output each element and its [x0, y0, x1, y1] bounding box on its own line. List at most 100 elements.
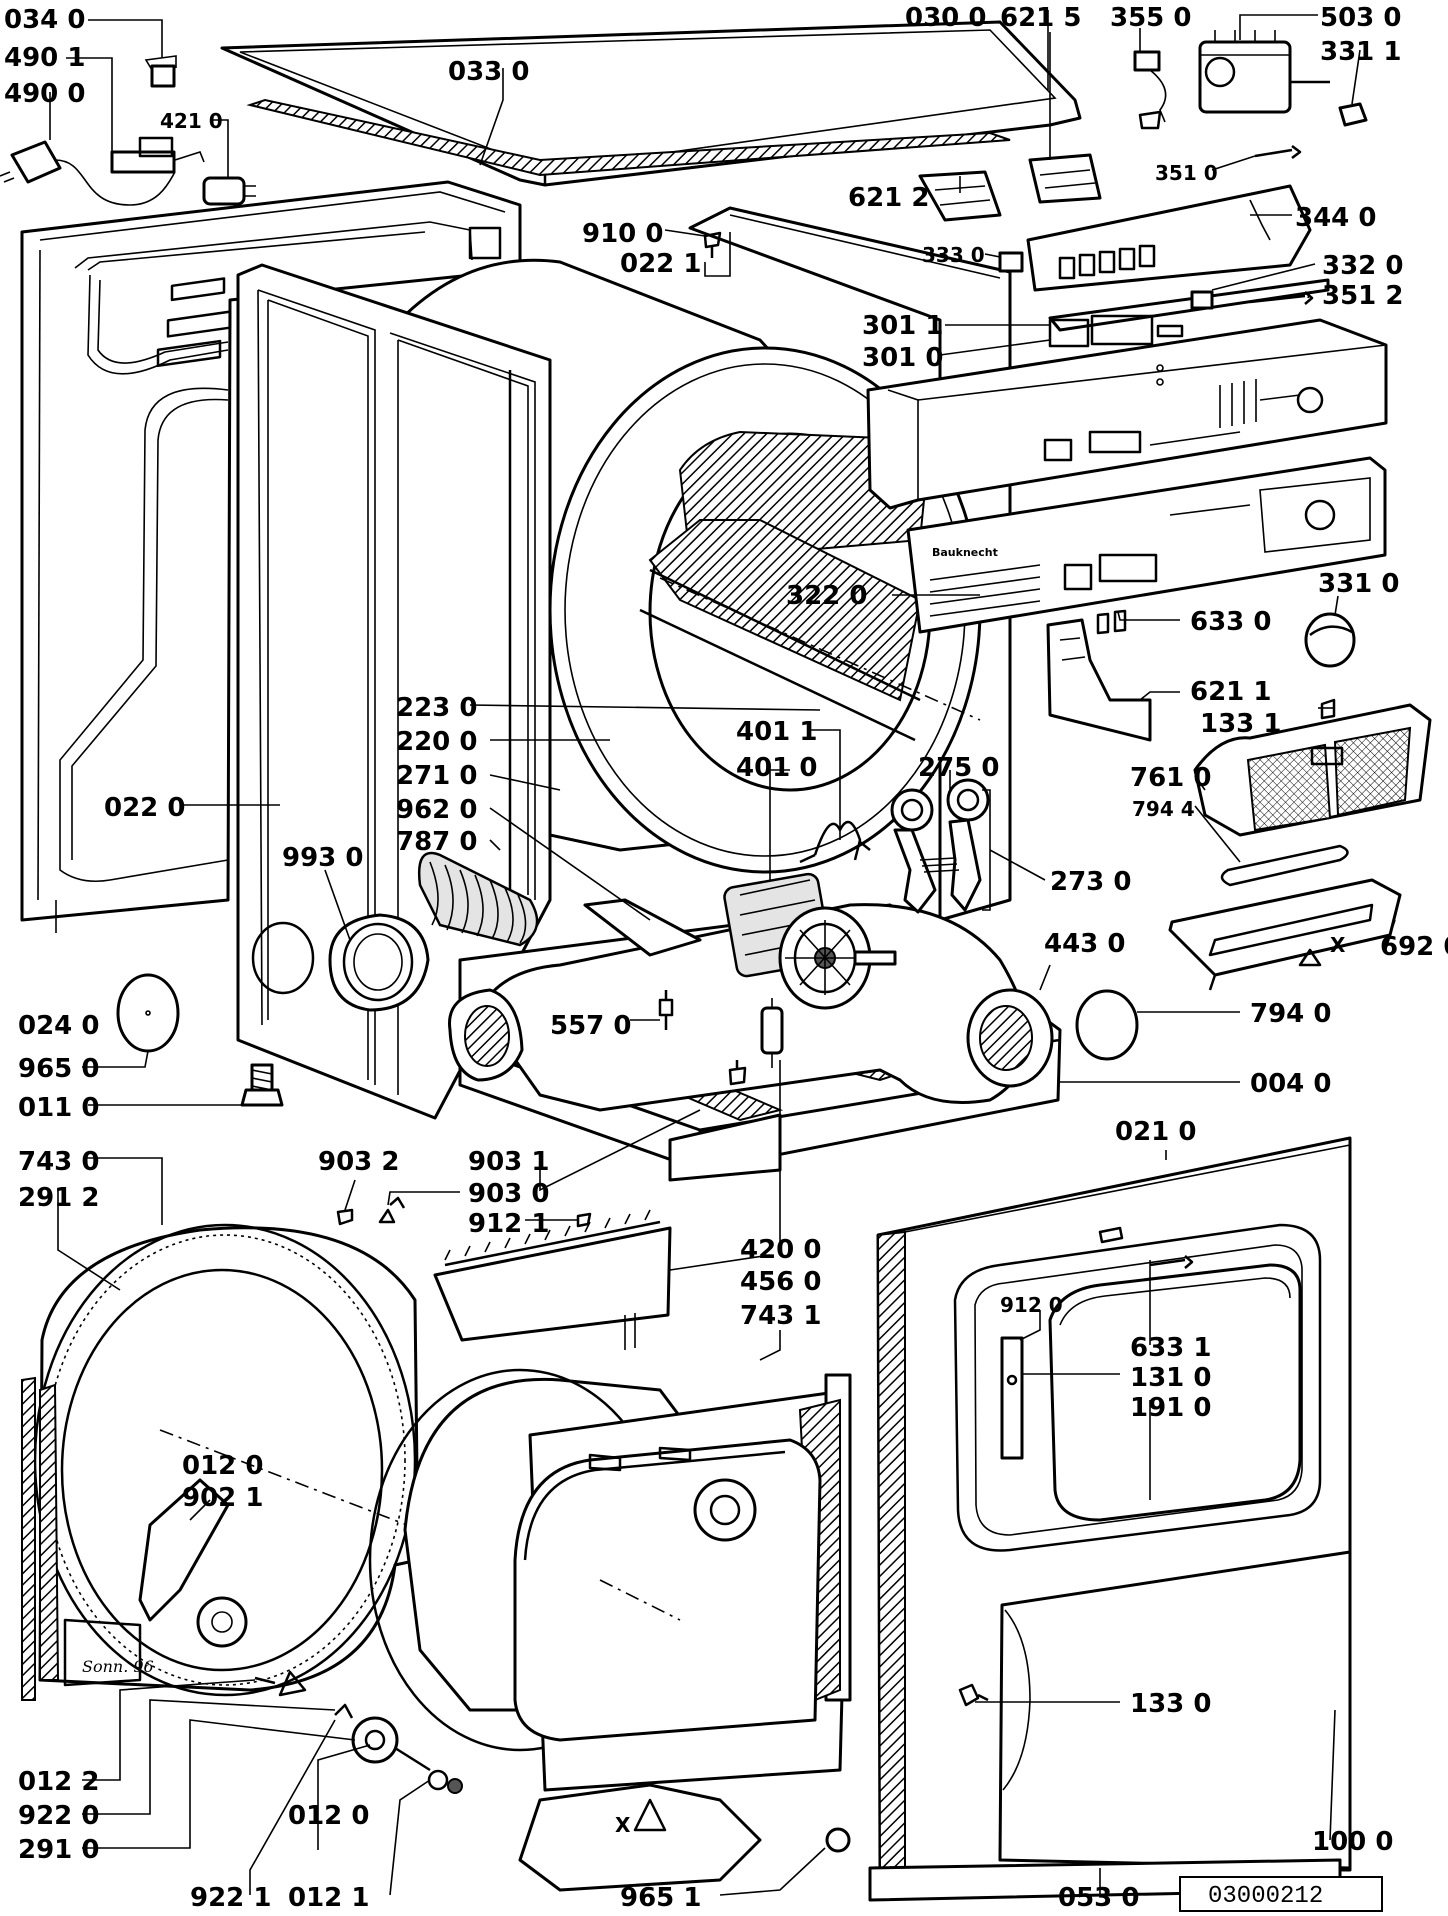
- belt-tensioner: [890, 778, 991, 914]
- door-catch-133-0: [958, 1683, 989, 1707]
- control-panel-body: [866, 318, 1388, 510]
- label-902-1: 902 1: [182, 1483, 263, 1513]
- heater-element: [433, 1209, 672, 1350]
- label-351-0: 351 0: [1155, 161, 1218, 185]
- door-switch-355: [1133, 50, 1167, 130]
- label-022-0: 022 0: [104, 793, 185, 823]
- control-panel-frame: [1048, 278, 1330, 348]
- label-456-0: 456 0: [740, 1267, 821, 1297]
- front-bearing-frame: X: [368, 1368, 852, 1892]
- filter-x-marker: X: [1330, 933, 1346, 957]
- timer-knob-shaft: [1338, 102, 1368, 127]
- filter-gasket: [1220, 844, 1349, 887]
- label-351-2: 351 2: [1322, 281, 1403, 311]
- button-332: [1190, 290, 1214, 310]
- washer: [427, 1769, 463, 1794]
- label-490-1: 490 1: [4, 43, 85, 73]
- label-910-0: 910 0: [582, 219, 663, 249]
- document-number-box: 03000212: [1179, 1876, 1383, 1912]
- label-012-1: 012 1: [288, 1883, 369, 1913]
- label-633-1: 633 1: [1130, 1333, 1211, 1363]
- label-344-0: 344 0: [1295, 203, 1376, 233]
- brand-logo: Bauknecht: [932, 546, 998, 559]
- capacitor-420: [760, 998, 784, 1068]
- label-131-0: 131 0: [1130, 1363, 1211, 1393]
- capacitor: [202, 176, 256, 206]
- label-133-0: 133 0: [1130, 1689, 1211, 1719]
- label-191-0: 191 0: [1130, 1393, 1211, 1423]
- label-333-0: 333 0: [922, 243, 985, 267]
- label-322-0: 322 0: [786, 581, 867, 611]
- label-490-0: 490 0: [4, 79, 85, 109]
- air-duct: [328, 913, 430, 1012]
- button-333: [998, 251, 1024, 273]
- thermal-fuse: [658, 990, 674, 1030]
- label-100-0: 100 0: [1312, 1827, 1393, 1857]
- label-633-0: 633 0: [1190, 607, 1271, 637]
- label-965-0: 965 0: [18, 1054, 99, 1084]
- label-034-0: 034 0: [4, 5, 85, 35]
- label-794-0: 794 0: [1250, 999, 1331, 1029]
- motor: [723, 872, 897, 1010]
- arrow-marker-012-2: [254, 1670, 307, 1697]
- label-133-1: 133 1: [1200, 709, 1281, 739]
- label-053-0: 053 0: [1058, 1883, 1139, 1913]
- knob: [1304, 612, 1356, 668]
- filter-housing: X: [1168, 878, 1402, 991]
- label-922-1: 922 1: [190, 1883, 271, 1913]
- label-301-0: 301 0: [862, 343, 943, 373]
- label-401-0: 401 0: [736, 753, 817, 783]
- label-275-0: 275 0: [918, 753, 999, 783]
- label-743-0: 743 0: [18, 1147, 99, 1177]
- label-291-2: 291 2: [18, 1183, 99, 1213]
- lamp-351-0: [1254, 145, 1302, 159]
- label-912-1: 912 1: [468, 1209, 549, 1239]
- label-220-0: 220 0: [396, 727, 477, 757]
- connector-903: [336, 1196, 406, 1226]
- label-787-0: 787 0: [396, 827, 477, 857]
- seal-794: [1075, 989, 1139, 1061]
- label-761-0: 761 0: [1130, 763, 1211, 793]
- lint-filter: [1193, 703, 1432, 837]
- label-273-0: 273 0: [1050, 867, 1131, 897]
- signature-sonn: Sonn. 96: [82, 1657, 154, 1676]
- label-022-1: 022 1: [620, 249, 701, 279]
- label-421-0: 421 0: [160, 109, 223, 133]
- latch-133-1: [1320, 698, 1336, 720]
- label-011-0: 011 0: [18, 1093, 99, 1123]
- leader-lines: [49, 10, 1396, 1896]
- label-291-0: 291 0: [18, 1835, 99, 1865]
- rear-bearing-shield: Sonn. 96: [21, 1223, 621, 1701]
- top-cover-gasket: [246, 98, 1011, 177]
- label-301-1: 301 1: [862, 311, 943, 341]
- clip: [144, 55, 177, 88]
- switch-621-5: [1028, 153, 1102, 204]
- label-033-0: 033 0: [448, 57, 529, 87]
- document-number: 03000212: [1208, 1883, 1323, 1910]
- label-443-0: 443 0: [1044, 929, 1125, 959]
- label-557-0: 557 0: [550, 1011, 631, 1041]
- label-012-0-a: 012 0: [182, 1451, 263, 1481]
- foot-cap: [116, 973, 180, 1053]
- foot-965-1: [825, 1827, 851, 1853]
- screw-912-1: [576, 1212, 592, 1228]
- part-number-labels: 034 0 490 1 490 0 421 0 033 0 030 0 621 …: [4, 3, 1448, 1913]
- interference-suppressor: [110, 136, 205, 174]
- clip-922-1: [334, 1703, 354, 1719]
- label-903-0: 903 0: [468, 1179, 549, 1209]
- mains-cable-plug: [0, 140, 176, 206]
- label-355-0: 355 0: [1110, 3, 1191, 33]
- front-door-panel: [876, 1136, 1352, 1872]
- bearing-bushing: [351, 1716, 431, 1772]
- label-503-0: 503 0: [1320, 3, 1401, 33]
- label-401-1: 401 1: [736, 717, 817, 747]
- heating-foil: [583, 898, 702, 957]
- lamp-351-2: [1249, 291, 1314, 305]
- screw-foot: [240, 1063, 284, 1107]
- frame-x-marker: X: [615, 1813, 631, 1837]
- label-420-0: 420 0: [740, 1235, 821, 1265]
- label-965-1: 965 1: [620, 1883, 701, 1913]
- label-621-2: 621 2: [848, 183, 929, 213]
- label-271-0: 271 0: [396, 761, 477, 791]
- label-794-4: 794 4: [1132, 797, 1195, 821]
